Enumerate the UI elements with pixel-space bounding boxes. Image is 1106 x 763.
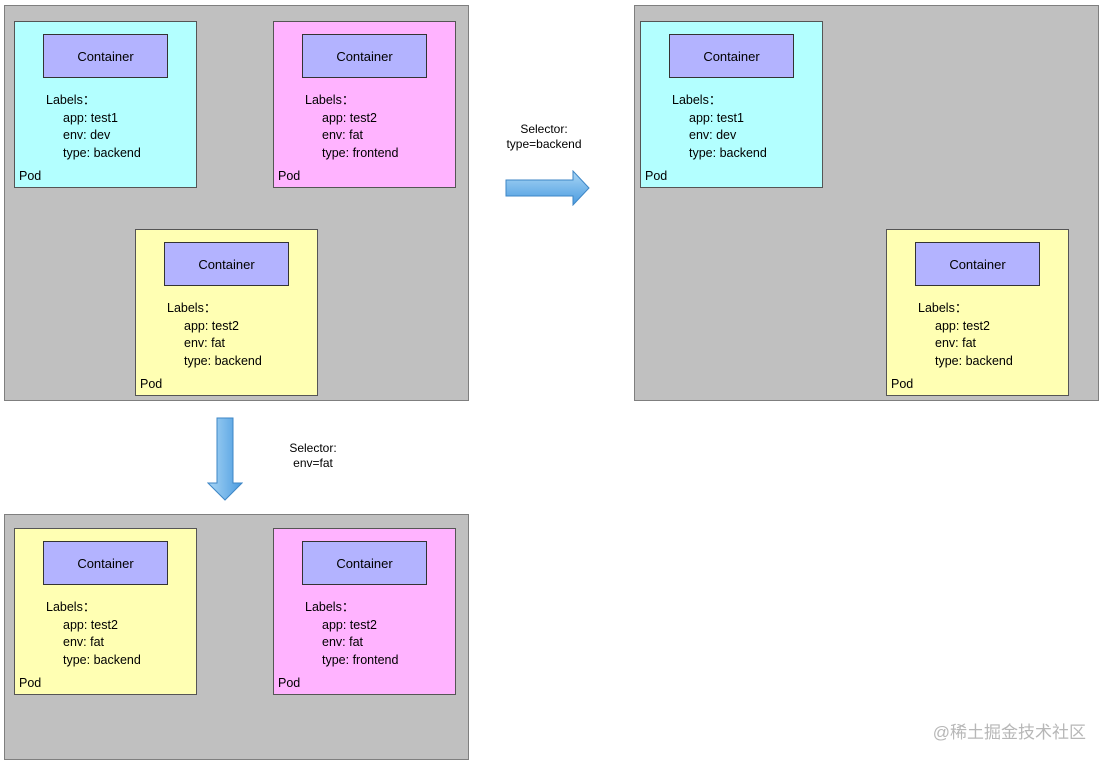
pod-test2-fat-backend: Container Labels： app: test2 env: fat ty… [886,229,1069,396]
labels-title: Labels： [672,93,722,107]
label-type: type: backend [63,145,141,160]
label-type: type: backend [689,145,767,160]
label-env: env: fat [63,635,104,649]
labels-title: Labels： [46,600,96,614]
pod-name: Pod [278,169,301,183]
label-type: type: backend [184,353,262,368]
selector-expression: type=backend [506,137,582,151]
container-box: Container [164,242,289,286]
right-arrow-icon [505,170,590,206]
pod-name: Pod [19,676,42,690]
pod-name: Pod [278,676,301,690]
pod-test2-fat-frontend: Container Labels： app: test2 env: fat ty… [273,21,456,188]
labels-block: Labels： app: test1 env: dev type: backen… [672,92,767,162]
container-label: Container [336,48,393,64]
container-box: Container [915,242,1040,286]
label-env: env: fat [322,635,363,649]
group-type-backend: Container Labels： app: test1 env: dev ty… [634,5,1099,401]
selector-env-fat: Selector: env=fat [273,441,353,471]
container-box: Container [669,34,794,78]
label-type: type: frontend [322,145,399,160]
container-box: Container [43,541,168,585]
container-box: Container [43,34,168,78]
labels-block: Labels： app: test1 env: dev type: backen… [46,92,141,162]
container-box: Container [302,541,427,585]
selector-type-backend: Selector: type=backend [494,122,594,152]
label-env: env: dev [63,128,111,142]
container-label: Container [77,48,134,64]
labels-block: Labels： app: test2 env: fat type: backen… [46,599,141,669]
labels-title: Labels： [167,301,217,315]
labels-title: Labels： [46,93,96,107]
label-env: env: fat [935,336,976,350]
label-app: app: test2 [322,617,377,632]
label-app: app: test2 [184,318,239,333]
label-env: env: fat [322,128,363,142]
label-type: type: backend [63,652,141,667]
label-app: app: test2 [935,318,990,333]
label-app: app: test2 [63,617,118,632]
watermark: @稀土掘金技术社区 [932,723,1086,742]
container-label: Container [336,555,393,571]
pod-test1-dev-backend: Container Labels： app: test1 env: dev ty… [14,21,197,188]
container-label: Container [198,256,255,272]
group-env-fat: Container Labels： app: test2 env: fat ty… [4,514,469,760]
labels-block: Labels： app: test2 env: fat type: fronte… [305,92,398,162]
container-label: Container [77,555,134,571]
label-env: env: fat [184,336,225,350]
pod-test2-fat-backend: Container Labels： app: test2 env: fat ty… [135,229,318,396]
selector-title: Selector: [289,441,337,455]
labels-block: Labels： app: test2 env: fat type: backen… [167,300,262,370]
selector-expression: env=fat [293,456,333,470]
label-app: app: test1 [63,110,118,125]
pod-name: Pod [140,377,163,391]
labels-title: Labels： [305,600,355,614]
labels-title: Labels： [918,301,968,315]
labels-block: Labels： app: test2 env: fat type: fronte… [305,599,398,669]
group-all-pods: Container Labels： app: test1 env: dev ty… [4,5,469,401]
down-arrow-icon [207,417,243,501]
container-box: Container [302,34,427,78]
pod-test2-fat-backend: Container Labels： app: test2 env: fat ty… [14,528,197,695]
labels-title: Labels： [305,93,355,107]
pod-test1-dev-backend: Container Labels： app: test1 env: dev ty… [640,21,823,188]
label-type: type: backend [935,353,1013,368]
label-app: app: test2 [322,110,377,125]
labels-block: Labels： app: test2 env: fat type: backen… [918,300,1013,370]
label-app: app: test1 [689,110,744,125]
pod-name: Pod [891,377,914,391]
selector-title: Selector: [520,122,568,136]
label-type: type: frontend [322,652,399,667]
container-label: Container [949,256,1006,272]
pod-name: Pod [19,169,42,183]
pod-name: Pod [645,169,668,183]
container-label: Container [703,48,760,64]
label-env: env: dev [689,128,737,142]
pod-test2-fat-frontend: Container Labels： app: test2 env: fat ty… [273,528,456,695]
